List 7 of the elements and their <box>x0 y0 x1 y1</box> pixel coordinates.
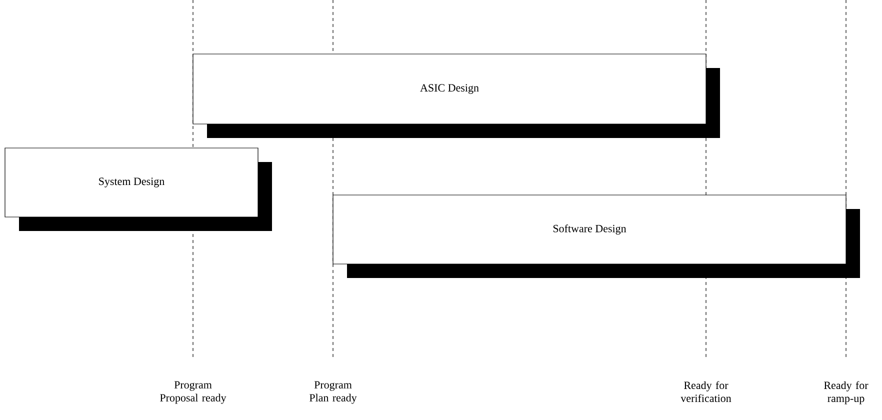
task-bar: ASIC Design <box>192 54 720 138</box>
task-bar: Software Design <box>332 194 860 278</box>
milestone-label: Program Proposal ready <box>160 381 226 404</box>
task-bar: System Design <box>4 148 272 231</box>
milestone-label: Program Plan ready <box>310 381 357 404</box>
milestone-label: Ready for verification <box>680 381 732 402</box>
milestone-label: Ready for ramp-up <box>824 381 868 404</box>
